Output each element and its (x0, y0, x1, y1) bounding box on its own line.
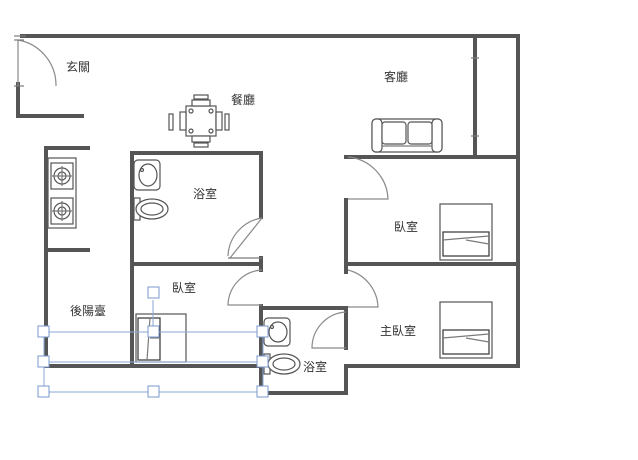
label-bedroom-right: 臥室 (394, 219, 418, 234)
wall-bath-bottom-top (259, 306, 348, 350)
label-entrance: 玄關 (66, 59, 90, 74)
selection-box[interactable] (37, 286, 269, 398)
resize-handle-e[interactable] (256, 355, 269, 368)
resize-handle-se[interactable] (256, 385, 269, 398)
door-bedroom-left (227, 269, 263, 306)
sofa-icon (371, 118, 443, 153)
door-master (347, 269, 379, 308)
resize-handle-n[interactable] (147, 325, 160, 338)
toilet-bottom-icon (263, 353, 301, 375)
label-dining: 餐廳 (231, 92, 255, 107)
toilet-icon (133, 197, 169, 221)
label-living: 客廳 (384, 69, 408, 84)
label-master-bedroom: 主臥室 (380, 323, 416, 338)
door-entrance (17, 39, 57, 87)
bed-left-icon (135, 313, 187, 363)
wall-right-bottom (260, 364, 520, 395)
resize-handle-nw[interactable] (37, 325, 50, 338)
window-lines (14, 35, 479, 137)
room-labels: 玄關 餐廳 客廳 浴室 臥室 臥室 後陽臺 主臥室 浴室 (66, 59, 418, 374)
resize-handle-ne[interactable] (256, 325, 269, 338)
door-bath-top (227, 217, 263, 259)
resize-handle-w[interactable] (37, 355, 50, 368)
wall-bath-top (130, 151, 263, 219)
label-bath-bottom: 浴室 (303, 359, 327, 374)
stove-icon (47, 157, 77, 229)
label-bedroom-left: 臥室 (172, 280, 196, 295)
resize-handle-rotate[interactable] (147, 286, 160, 299)
label-back-balcony: 後陽臺 (70, 303, 106, 318)
dining-table-icon (168, 94, 230, 148)
bed-right-icon (439, 203, 493, 261)
bed-master-icon (439, 301, 493, 359)
door-bath-bottom (311, 311, 347, 349)
doors (14, 39, 389, 349)
sink-bottom-icon (263, 317, 291, 347)
walls (16, 34, 520, 395)
resize-handle-s[interactable] (147, 385, 160, 398)
sink-icon (133, 159, 161, 191)
label-bath-top: 浴室 (193, 186, 217, 201)
resize-handle-sw[interactable] (37, 385, 50, 398)
door-bedroom-right (347, 156, 389, 200)
